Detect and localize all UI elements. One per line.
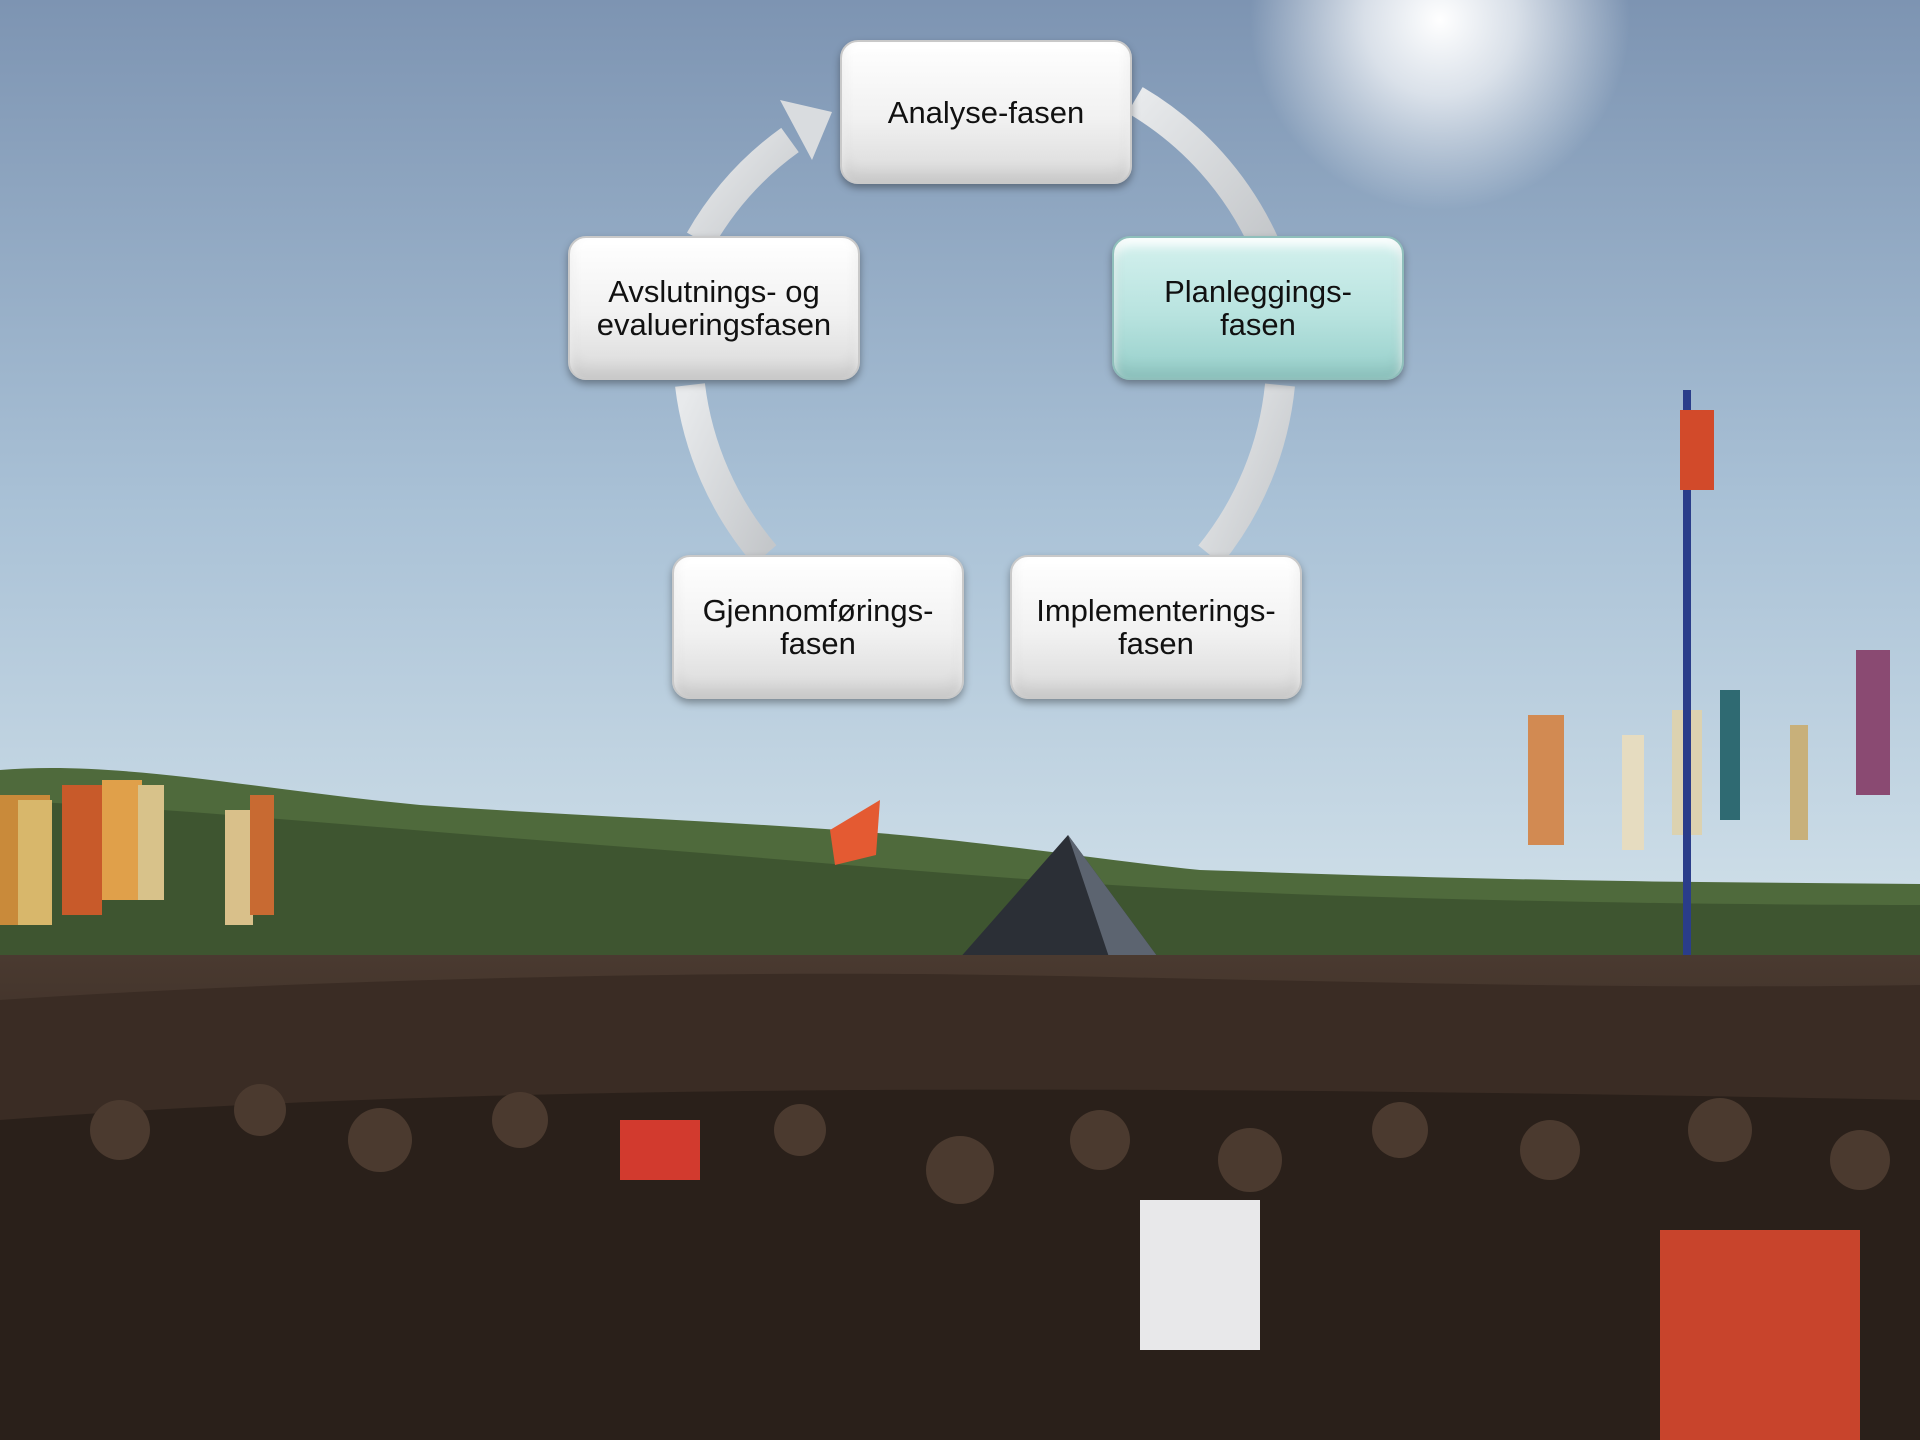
node-avslutning: Avslutnings- og evalueringsfasen xyxy=(568,236,860,380)
flag-pole xyxy=(1683,390,1691,1030)
sun-glare xyxy=(1250,0,1630,210)
node-planlegging: Planleggings- fasen xyxy=(1112,236,1404,380)
red-shirt-person xyxy=(1660,1230,1860,1440)
cycle-ring xyxy=(675,87,1295,680)
node-gjennomforing: Gjennomførings- fasen xyxy=(672,555,964,699)
cycle-arrowhead-icon xyxy=(780,100,832,160)
node-implementering: Implementerings- fasen xyxy=(1010,555,1302,699)
node-analyse: Analyse-fasen xyxy=(840,40,1132,184)
